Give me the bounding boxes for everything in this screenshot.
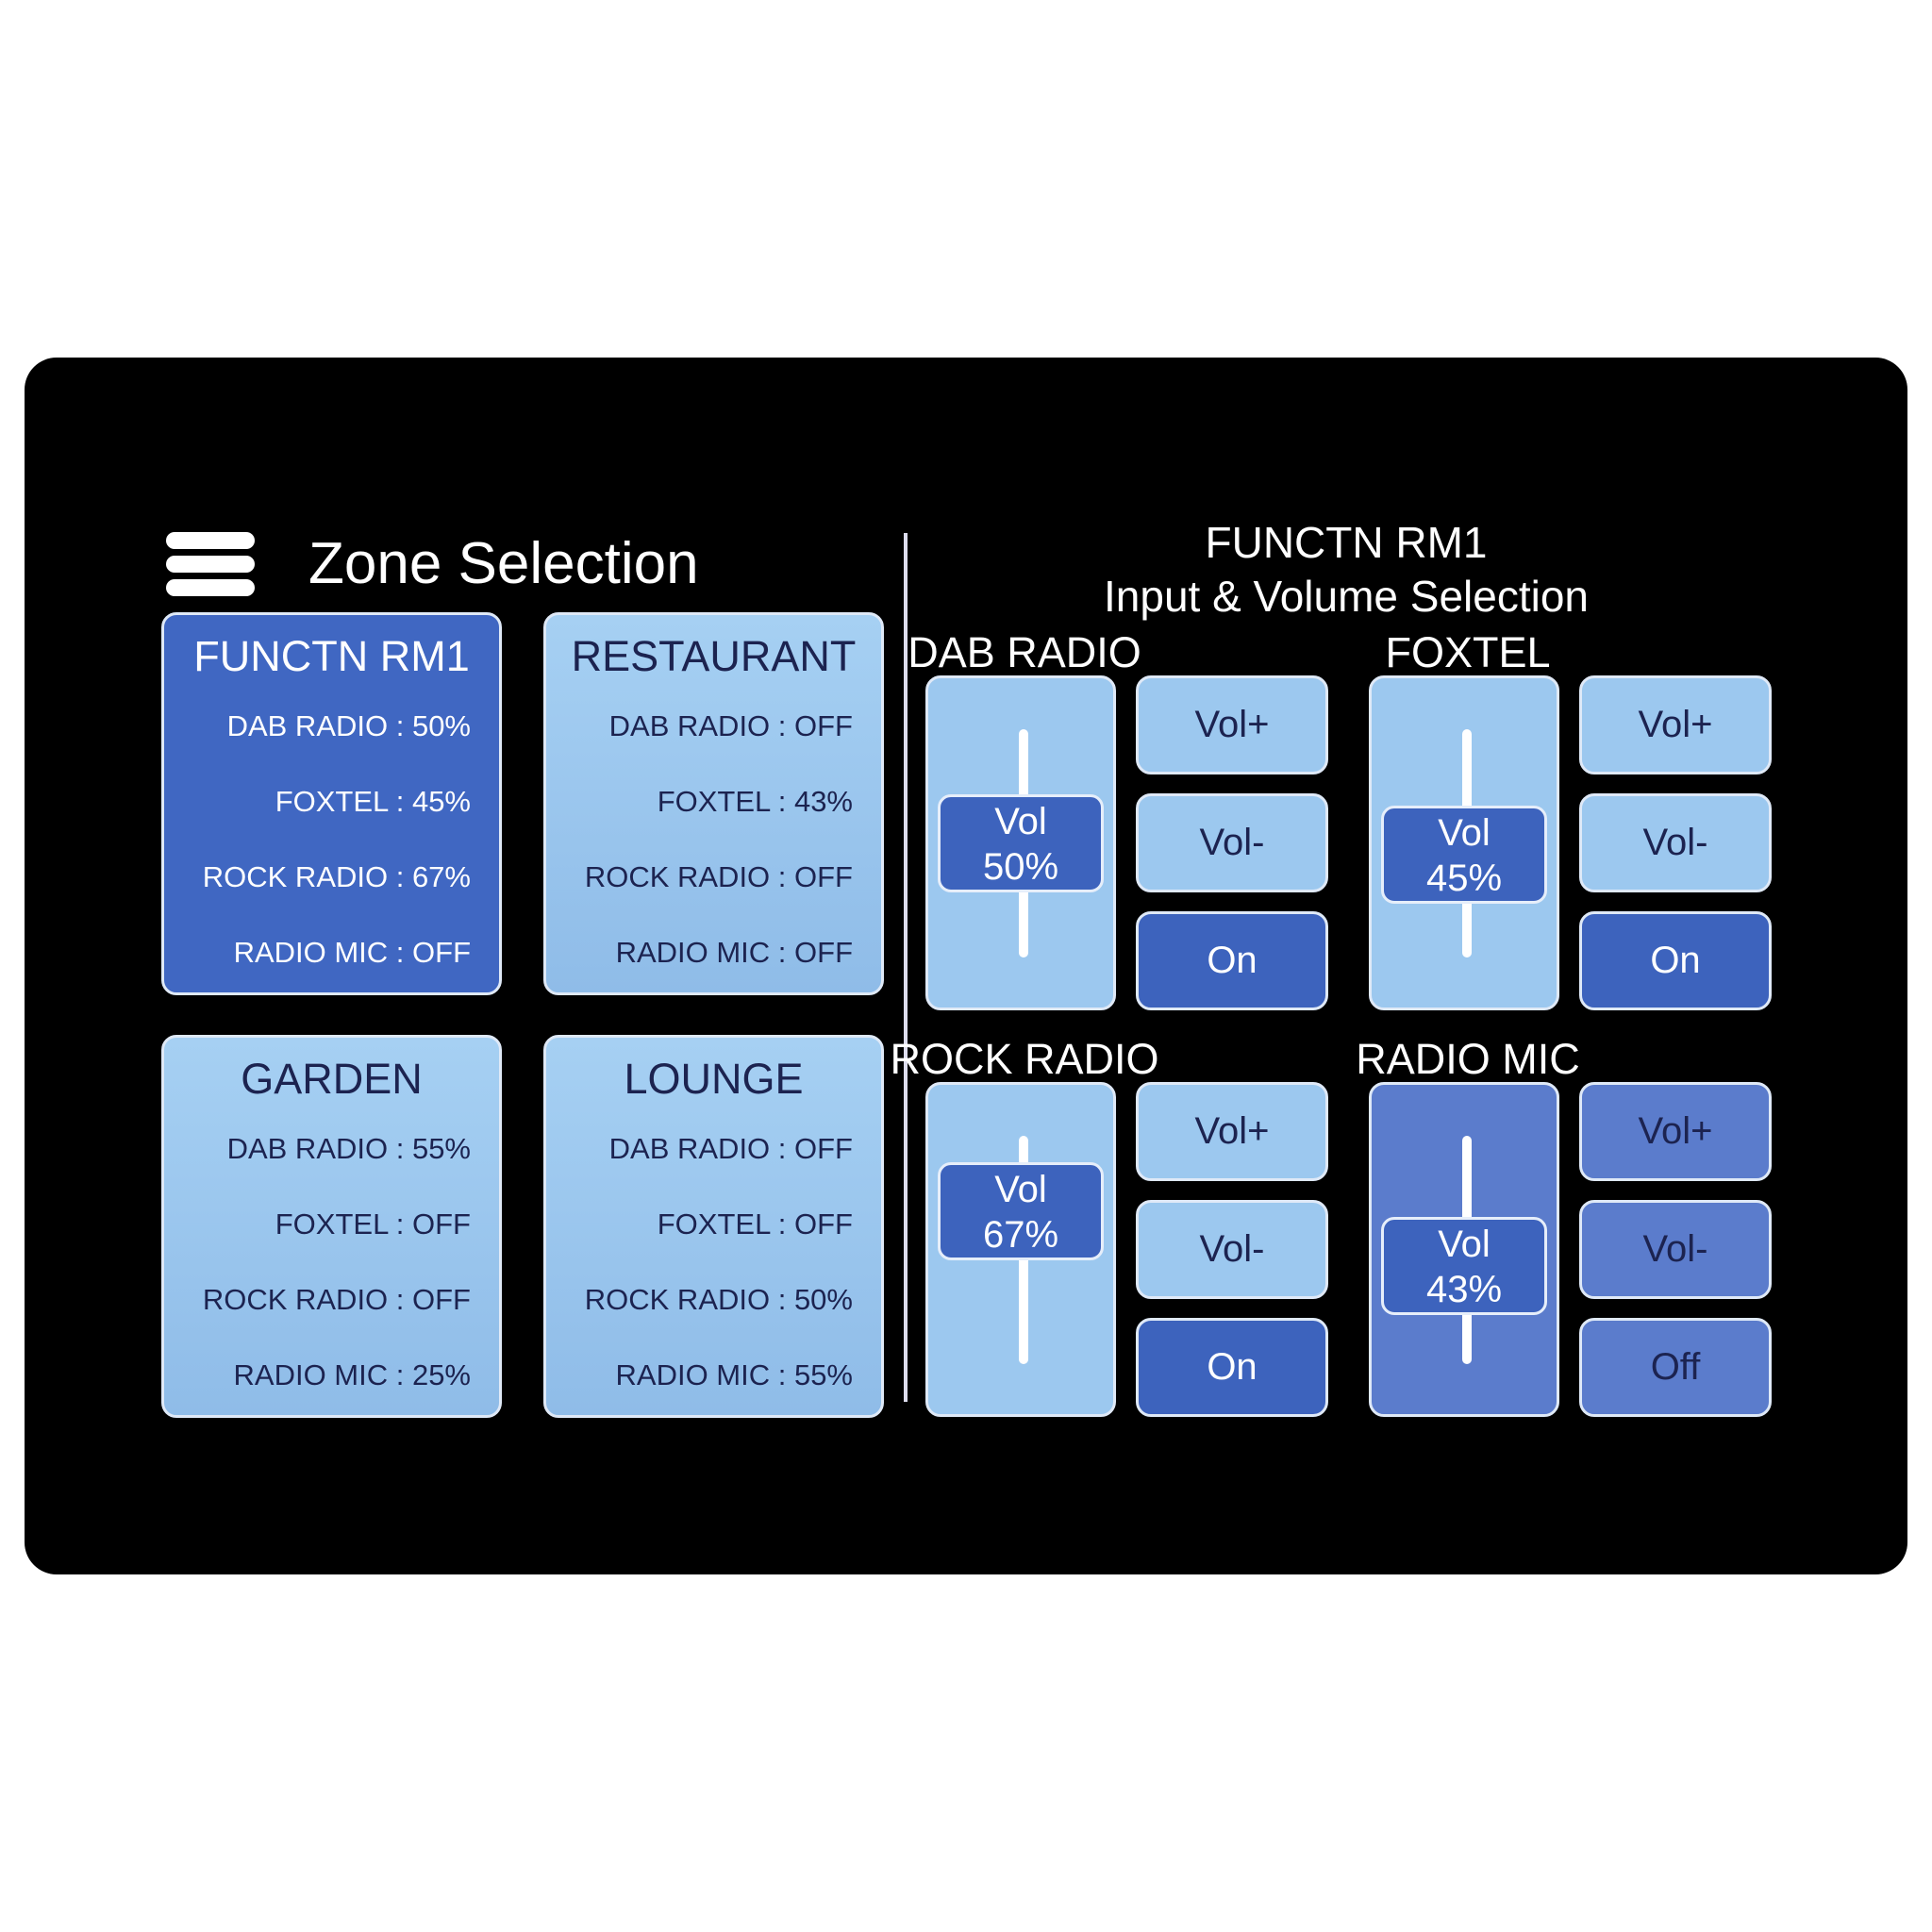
zone-status-line: RADIO MIC : 25% (233, 1358, 472, 1391)
zone-name: FUNCTN RM1 (193, 632, 470, 680)
vol-down-button[interactable]: Vol- (1579, 1200, 1772, 1299)
zone-status-line: RADIO MIC : OFF (615, 936, 853, 969)
zone-name: LOUNGE (624, 1055, 804, 1103)
power-toggle-button[interactable]: On (1579, 911, 1772, 1010)
volume-slider[interactable]: Vol 67% (925, 1082, 1116, 1417)
zone-name: RESTAURANT (571, 632, 857, 680)
zone-card-lounge[interactable]: LOUNGE DAB RADIO : OFF FOXTEL : OFF ROCK RA… (543, 1035, 884, 1418)
knob-label: Vol (994, 1168, 1047, 1210)
divider (904, 533, 908, 1402)
page-title: Zone Selection (308, 531, 699, 596)
selected-zone-title: FUNCTN RM1 (1205, 518, 1488, 567)
vol-down-button[interactable]: Vol- (1136, 1200, 1328, 1299)
zone-status-line: RADIO MIC : 55% (615, 1358, 854, 1391)
zone-status-line: DAB RADIO : OFF (608, 709, 853, 742)
slider-knob[interactable]: Vol 50% (938, 794, 1104, 892)
vol-up-button[interactable]: Vol+ (1136, 1082, 1328, 1181)
zone-status-line: ROCK RADIO : 67% (202, 860, 471, 893)
knob-value: 50% (982, 846, 1059, 888)
zone-status-line: RADIO MIC : OFF (233, 936, 471, 969)
input-title: FOXTEL (1385, 628, 1551, 676)
zone-status-line: FOXTEL : 45% (275, 785, 471, 818)
volume-slider[interactable]: Vol 45% (1369, 675, 1559, 1010)
section-subtitle: Input & Volume Selection (1104, 572, 1589, 621)
knob-label: Vol (1438, 812, 1491, 855)
zone-card-restaurant[interactable]: RESTAURANT DAB RADIO : OFF FOXTEL : 43% ROC… (543, 612, 884, 995)
zone-status-line: FOXTEL : 43% (657, 785, 853, 818)
zone-status-line: FOXTEL : OFF (275, 1208, 471, 1241)
zone-card-garden[interactable]: GARDEN DAB RADIO : 55% FOXTEL : OFF ROCK RA… (161, 1035, 502, 1418)
vol-up-button[interactable]: Vol+ (1579, 1082, 1772, 1181)
power-toggle-button[interactable]: On (1136, 1318, 1328, 1417)
zone-status-line: DAB RADIO : 50% (226, 709, 471, 742)
vol-up-button[interactable]: Vol+ (1136, 675, 1328, 774)
zone-status-line: DAB RADIO : 55% (226, 1132, 471, 1165)
vol-down-button[interactable]: Vol- (1579, 793, 1772, 892)
vol-up-button[interactable]: Vol+ (1579, 675, 1772, 774)
zone-status-line: DAB RADIO : OFF (608, 1132, 853, 1165)
zone-status-line: ROCK RADIO : 50% (584, 1283, 853, 1316)
slider-knob[interactable]: Vol 67% (938, 1161, 1104, 1260)
hamburger-menu-icon[interactable] (166, 532, 255, 596)
volume-slider[interactable]: Vol 43% (1369, 1082, 1559, 1417)
vol-down-button[interactable]: Vol- (1136, 793, 1328, 892)
knob-value: 45% (1425, 858, 1503, 900)
knob-label: Vol (994, 801, 1047, 842)
zone-status-line: FOXTEL : OFF (657, 1208, 853, 1241)
slider-knob[interactable]: Vol 45% (1381, 806, 1547, 905)
zone-name: GARDEN (241, 1055, 423, 1103)
knob-label: Vol (1438, 1223, 1491, 1265)
power-toggle-button[interactable]: On (1136, 911, 1328, 1010)
zone-status-line: ROCK RADIO : OFF (584, 860, 853, 893)
zone-status-line: ROCK RADIO : OFF (202, 1283, 471, 1316)
input-title: DAB RADIO (908, 628, 1141, 676)
input-title: RADIO MIC (1356, 1035, 1580, 1083)
knob-value: 43% (1425, 1268, 1503, 1310)
knob-value: 67% (982, 1213, 1059, 1256)
power-toggle-button[interactable]: Off (1579, 1318, 1772, 1417)
volume-slider[interactable]: Vol 50% (925, 675, 1116, 1010)
slider-knob[interactable]: Vol 43% (1381, 1216, 1547, 1315)
input-title: ROCK RADIO (890, 1035, 1159, 1083)
